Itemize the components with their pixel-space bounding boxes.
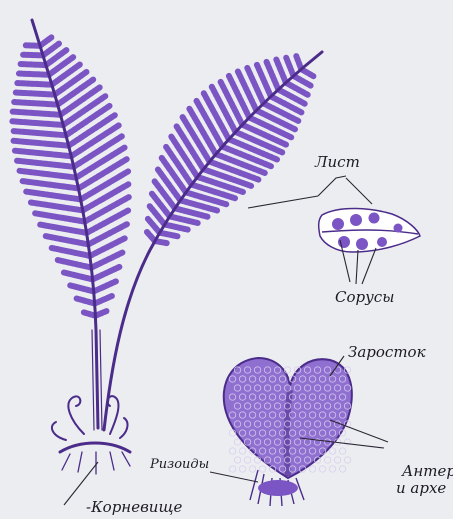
prothallus-drawing — [224, 358, 352, 506]
pinna — [30, 202, 82, 210]
pinna — [58, 260, 92, 268]
pinna — [296, 56, 301, 69]
pinna — [70, 285, 94, 291]
pinna — [15, 93, 55, 95]
pinna — [170, 216, 198, 223]
pinna — [46, 236, 89, 244]
pinna — [35, 213, 85, 221]
pinna — [55, 71, 88, 94]
pinna — [52, 248, 90, 256]
pinna — [77, 299, 95, 304]
pinna — [26, 45, 40, 46]
leaf-detail — [319, 208, 420, 252]
left-frond — [12, 37, 128, 315]
pinna — [23, 181, 79, 188]
pinna — [93, 267, 120, 280]
pinna — [13, 131, 66, 135]
pinna — [83, 312, 96, 316]
pinna — [64, 273, 93, 280]
label-prothallus: Заросток — [348, 345, 426, 360]
label-leaf: Лист — [315, 155, 360, 170]
label-antheridia-line1: Антер — [402, 464, 453, 479]
pinna — [94, 281, 116, 291]
fern-fronds — [12, 37, 313, 315]
pinna — [14, 141, 69, 146]
pinna — [85, 197, 129, 222]
pinna — [19, 171, 76, 178]
label-rhizome: -Корневище — [86, 500, 182, 515]
pinna — [23, 55, 43, 56]
pinna — [26, 192, 80, 200]
pinna — [12, 121, 63, 125]
pinna — [40, 225, 86, 233]
pinna — [16, 83, 52, 85]
label-antheridia-line2: и архе — [396, 481, 446, 496]
pinna — [276, 60, 286, 83]
fern-base — [52, 396, 130, 474]
pinna — [165, 225, 188, 230]
pinna — [21, 64, 46, 65]
pinna — [13, 112, 61, 115]
pinna — [17, 161, 74, 167]
label-rhizoids: Ризоиды — [150, 458, 209, 471]
label-sori: Сорусы — [335, 290, 394, 305]
pinna — [147, 232, 155, 241]
pinna — [14, 102, 58, 105]
pinna — [15, 151, 71, 157]
pinna — [286, 58, 293, 76]
pinna — [18, 74, 49, 75]
